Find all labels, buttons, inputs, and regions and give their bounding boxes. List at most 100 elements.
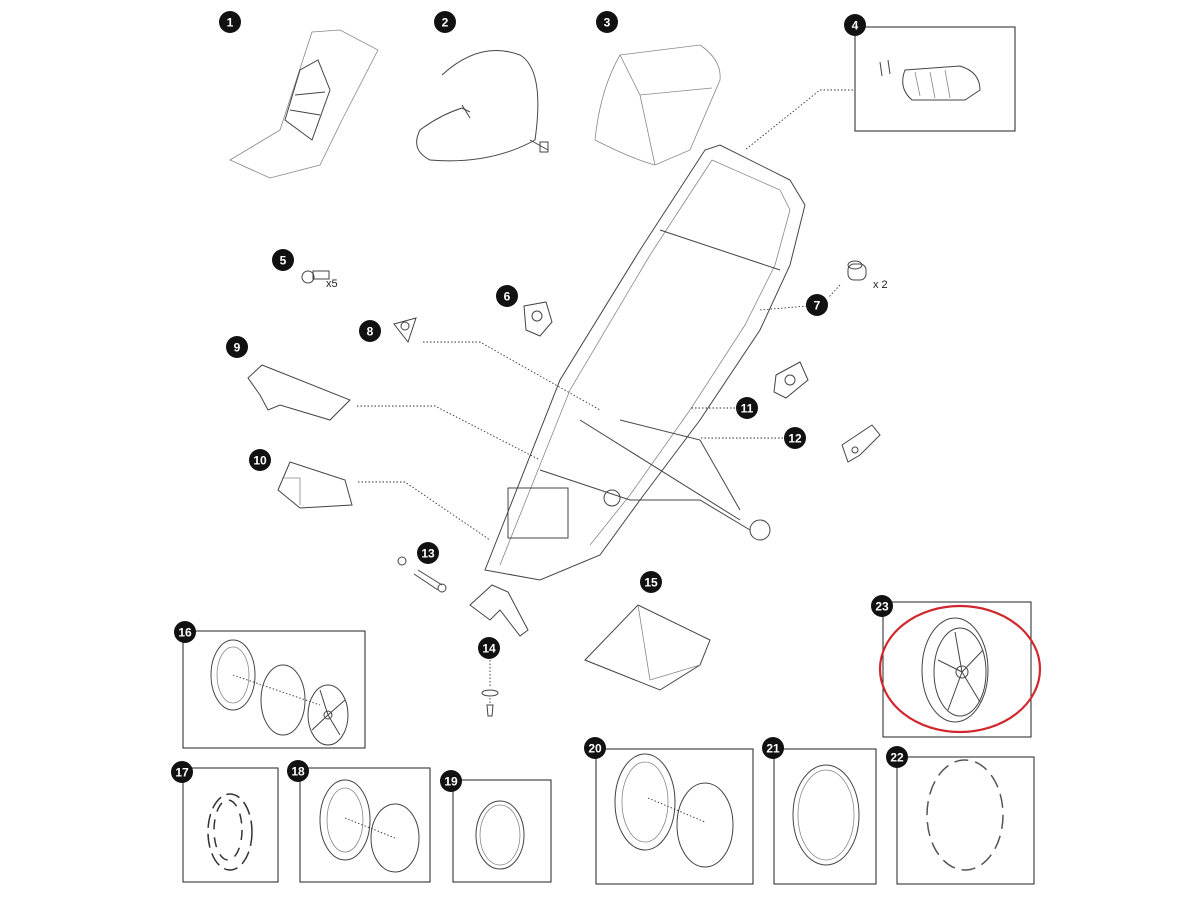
badge-number: 8 bbox=[367, 325, 374, 339]
badge-number: 5 bbox=[280, 254, 287, 268]
part-17-reflector-strips[interactable] bbox=[207, 793, 253, 871]
badge-number: 1 bbox=[227, 16, 234, 30]
part-badge-1[interactable]: 1 bbox=[219, 11, 241, 33]
badge-circle bbox=[496, 285, 518, 307]
part-5-screw[interactable] bbox=[301, 270, 330, 284]
part-badge-17[interactable]: 17 bbox=[171, 761, 193, 783]
part-badge-6[interactable]: 6 bbox=[496, 285, 518, 307]
part-badge-9[interactable]: 9 bbox=[226, 336, 248, 358]
part-14-front-fork[interactable] bbox=[469, 584, 529, 717]
badge-circle bbox=[171, 761, 193, 783]
part-22-box bbox=[896, 756, 1035, 885]
badge-number: 19 bbox=[444, 775, 458, 789]
part-7-quantity: x 2 bbox=[873, 279, 888, 291]
part-10-bumper[interactable] bbox=[277, 461, 353, 509]
badge-number: 3 bbox=[604, 16, 611, 30]
part-badge-12[interactable]: 12 bbox=[784, 427, 806, 449]
leader-lines bbox=[232, 89, 853, 706]
part-13-axle[interactable] bbox=[397, 556, 447, 593]
part-1-seat-insert[interactable] bbox=[229, 29, 379, 179]
badge-circle bbox=[219, 11, 241, 33]
badge-circle bbox=[844, 14, 866, 36]
part-18-box bbox=[299, 767, 431, 883]
badge-number: 14 bbox=[482, 642, 496, 656]
part-16-box bbox=[182, 630, 366, 749]
badge-circle bbox=[806, 294, 828, 316]
part-11-joint[interactable] bbox=[773, 361, 809, 399]
part-badge-18[interactable]: 18 bbox=[287, 760, 309, 782]
part-7-cap[interactable] bbox=[847, 260, 867, 281]
badge-number: 6 bbox=[504, 290, 511, 304]
part-badge-5[interactable]: 5 bbox=[272, 249, 294, 271]
part-19-tube[interactable] bbox=[475, 800, 525, 870]
badge-number: 15 bbox=[644, 576, 658, 590]
part-badge-23[interactable]: 23 bbox=[871, 595, 893, 617]
badge-number: 2 bbox=[442, 16, 449, 30]
part-6-hinge-part[interactable] bbox=[523, 301, 553, 337]
badge-number: 22 bbox=[890, 751, 904, 765]
badge-number: 13 bbox=[421, 547, 435, 561]
part-badge-20[interactable]: 20 bbox=[584, 737, 606, 759]
part-15-basket[interactable] bbox=[584, 604, 711, 691]
badge-circle bbox=[359, 320, 381, 342]
part-19-box bbox=[452, 779, 552, 883]
badge-circle bbox=[272, 249, 294, 271]
part-18-tire-tube[interactable] bbox=[319, 779, 420, 873]
part-22-reflector-strips[interactable] bbox=[926, 759, 1004, 871]
part-badge-22[interactable]: 22 bbox=[886, 746, 908, 768]
part-23-box bbox=[882, 601, 1032, 738]
badge-circle bbox=[886, 746, 908, 768]
part-badge-8[interactable]: 8 bbox=[359, 320, 381, 342]
part-5-quantity: x5 bbox=[326, 278, 338, 290]
part-badge-13[interactable]: 13 bbox=[417, 542, 439, 564]
badge-circle bbox=[640, 571, 662, 593]
part-badge-11[interactable]: 11 bbox=[736, 397, 758, 419]
stroller-frame bbox=[484, 144, 806, 581]
badge-number: 12 bbox=[788, 432, 802, 446]
part-4-box bbox=[854, 26, 1016, 132]
badge-circle bbox=[174, 621, 196, 643]
part-badge-3[interactable]: 3 bbox=[596, 11, 618, 33]
part-21-tire[interactable] bbox=[792, 764, 860, 866]
badge-number: 23 bbox=[875, 600, 889, 614]
part-8-clip[interactable] bbox=[393, 317, 417, 344]
part-17-box bbox=[182, 767, 279, 883]
part-badge-10[interactable]: 10 bbox=[249, 449, 271, 471]
badge-number: 11 bbox=[741, 402, 754, 416]
badge-circle bbox=[762, 737, 784, 759]
part-20-tire-tube[interactable] bbox=[614, 753, 734, 868]
badge-number: 4 bbox=[852, 19, 859, 33]
badge-circle bbox=[287, 760, 309, 782]
part-badge-15[interactable]: 15 bbox=[640, 571, 662, 593]
part-9-basket-plate[interactable] bbox=[247, 364, 351, 421]
part-3-canopy[interactable] bbox=[594, 44, 721, 166]
badge-number: 7 bbox=[814, 299, 821, 313]
part-16-wheel-kit[interactable] bbox=[210, 639, 349, 746]
highlight-ellipse bbox=[878, 604, 1042, 734]
badge-circle bbox=[434, 11, 456, 33]
badge-circle bbox=[440, 770, 462, 792]
part-2-canopy-frame[interactable] bbox=[416, 50, 549, 162]
badge-number: 20 bbox=[588, 742, 602, 756]
badge-number: 21 bbox=[766, 742, 780, 756]
part-4-handlebar-foam[interactable] bbox=[879, 59, 981, 101]
part-badge-19[interactable]: 19 bbox=[440, 770, 462, 792]
badge-number: 17 bbox=[175, 766, 189, 780]
part-20-box bbox=[595, 748, 754, 885]
badge-circle bbox=[478, 637, 500, 659]
badge-circle bbox=[736, 397, 758, 419]
part-21-box bbox=[773, 748, 877, 885]
badge-circle bbox=[249, 449, 271, 471]
part-badge-21[interactable]: 21 bbox=[762, 737, 784, 759]
badge-circle bbox=[584, 737, 606, 759]
part-badge-14[interactable]: 14 bbox=[478, 637, 500, 659]
part-12-brake[interactable] bbox=[841, 424, 881, 463]
part-badge-7[interactable]: 7 bbox=[806, 294, 828, 316]
part-23-rear-wheel[interactable] bbox=[921, 617, 989, 723]
badge-number: 16 bbox=[178, 626, 192, 640]
part-badge-4[interactable]: 4 bbox=[844, 14, 866, 36]
part-badge-2[interactable]: 2 bbox=[434, 11, 456, 33]
part-badge-16[interactable]: 16 bbox=[174, 621, 196, 643]
